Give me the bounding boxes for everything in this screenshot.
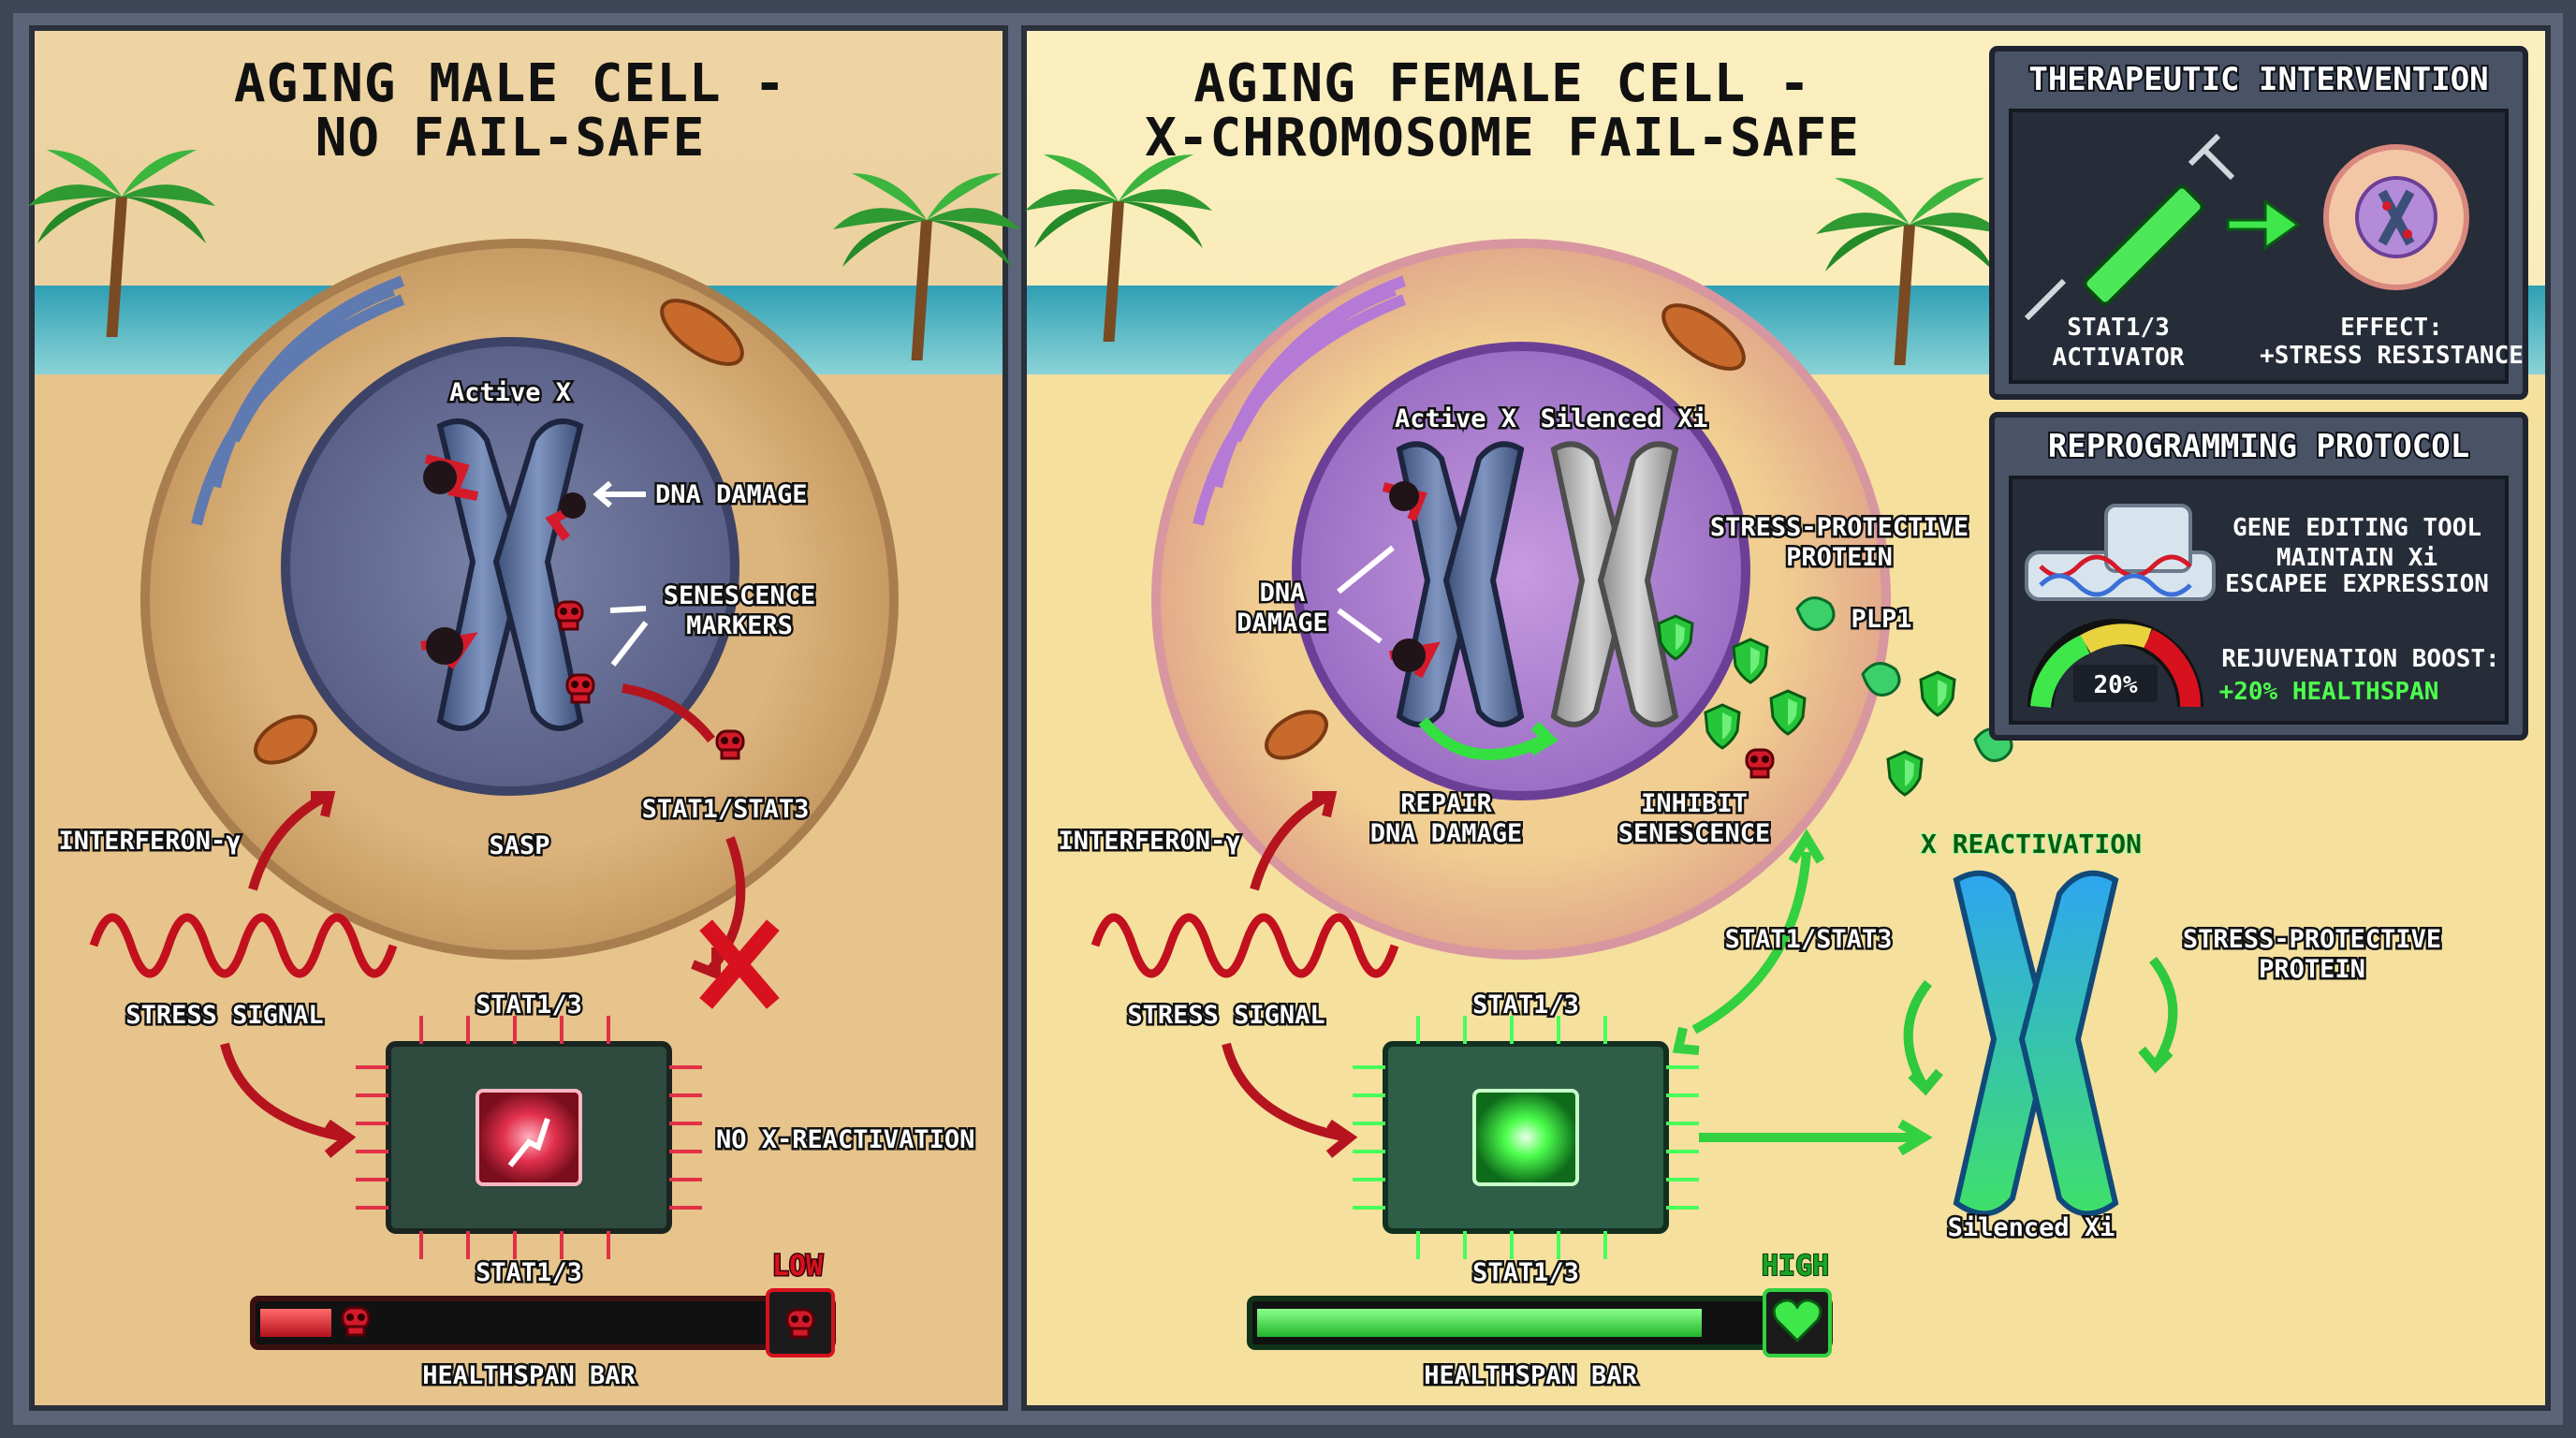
arrow-icon [1672,829,1825,1055]
reactivated-x-chromosome [1953,870,2119,1217]
therapy-panel: THERAPEUTIC INTERVENTION STAT1/3 ACTIVAT… [1989,46,2528,400]
arrow-icon [1903,956,2178,1096]
left-panel: AGING MALE CELL - NO FAIL-SAFE Active X … [28,25,1020,1411]
right-protein-line2: PROTEIN [1786,543,1893,572]
reprogram-boost-line2: +20% HEALTHSPAN [2219,678,2439,706]
right-health-fill [1257,1309,1702,1337]
right-inhibit-line1: INHIBIT [1641,789,1748,818]
right-dna-line2: DAMAGE [1237,609,1328,638]
left-senescence-line1: SENESCENCE [664,581,816,610]
left-senescence-line2: MARKERS [686,611,793,640]
right-silenced-xi-bottom: Silenced Xi [1948,1213,2115,1242]
left-er [191,275,405,526]
left-health-level: LOW [772,1250,824,1283]
arrow-icon [1250,791,1338,891]
skull-icon [554,600,584,631]
right-mitochondrion [1661,303,1746,371]
left-stress-signal-label: STRESS SIGNAL [125,1001,323,1030]
skull-icon [715,729,745,760]
left-no-reactivation-label: NO X-REACTIVATION [716,1125,974,1154]
right-chip-top-label: STAT1/3 [1472,990,1579,1020]
right-active-x-label: Active X [1395,404,1516,433]
left-chip-bottom-label: STAT1/3 [476,1258,582,1287]
stress-wave [1090,913,1399,978]
right-chip-bottom-label: STAT1/3 [1472,1258,1579,1287]
right-plp1-label: PLP1 [1851,605,1911,634]
right-protein2-line1: STRESS-PROTECTIVE [2183,925,2441,954]
left-interferon-label: INTERFERON-γ [58,827,241,856]
skull-icon [565,673,595,704]
right-repair-line1: REPAIR [1400,789,1492,818]
right-stat-pathway-label: STAT1/STAT3 [1725,925,1893,954]
right-silenced-xi-chromosome [1550,441,1679,727]
right-dna-line1: DNA [1260,579,1306,608]
reprogram-tool-line2: MAINTAIN Xi [2276,544,2437,572]
left-active-x-label: Active X [449,378,571,407]
right-protein2-line2: PROTEIN [2259,955,2365,984]
left-health-track [250,1296,836,1350]
right-silenced-xi-label: Silenced Xi [1541,404,1708,433]
therapy-effect-line2: +STRESS RESISTANCE [2260,342,2524,370]
therapy-effect-line1: EFFECT: [2340,314,2443,342]
right-er [1193,275,1407,526]
dna-icon [2025,504,2216,601]
therapy-activator-line2: ACTIVATOR [2053,344,2185,372]
left-sasp-label: SASP [489,831,549,860]
reprogram-boost-line1: REJUVENATION BOOST: [2221,645,2499,673]
arrow-icon [220,1042,357,1158]
chip-icon [356,1016,702,1259]
right-interferon-label: INTERFERON-γ [1058,827,1240,856]
left-title-line2: NO FAIL-SAFE [315,108,706,169]
arrow-icon [593,480,646,508]
x-reactivation-label: X REACTIVATION [1921,829,2142,859]
cross-icon [699,919,780,1009]
stress-wave [89,913,398,978]
chip-icon [1353,1016,1699,1259]
right-active-x-chromosome [1382,441,1525,727]
left-chip-top-label: STAT1/3 [476,990,582,1020]
right-protein-line1: STRESS-PROTECTIVE [1710,513,1969,542]
syringe-icon [2024,133,2235,321]
right-inhibit-line2: SENESCENCE [1618,819,1771,848]
right-health-label: HEALTHSPAN BAR [1424,1361,1637,1390]
skull-icon [1745,748,1775,779]
left-dna-damage-label: DNA DAMAGE [655,480,808,509]
left-title-line1: AGING MALE CELL - [234,53,786,114]
reprogram-tool-line1: GENE EDITING TOOL [2232,514,2481,542]
arrow-icon [2226,198,2301,251]
right-repair-line2: DNA DAMAGE [1370,819,1523,848]
left-mitochondrion [660,299,744,366]
right-title-line1: AGING FEMALE CELL - [1193,53,1811,114]
left-stat-pathway-label: STAT1/STAT3 [642,795,810,824]
arrow-icon [622,683,715,743]
gauge-icon [2027,619,2203,709]
therapy-title: THERAPEUTIC INTERVENTION [2028,61,2488,98]
left-health-fill [260,1309,331,1337]
repair-green-arrow [1418,717,1559,760]
skull-icon [341,1306,371,1337]
skull-icon [785,1308,815,1339]
arrow-icon [1337,545,1395,644]
arrow-icon [609,606,649,667]
right-mitochondrion [1265,710,1328,760]
reprogram-tool-line3: ESCAPEE EXPRESSION [2225,570,2489,598]
left-mitochondrion [254,714,317,765]
arrow-icon [1699,1119,1933,1156]
right-stress-signal-label: STRESS SIGNAL [1127,1001,1325,1030]
heart-icon [1772,1299,1822,1343]
right-title-line2: X-CHROMOSOME FAIL-SAFE [1145,108,1860,169]
right-health-level: HIGH [1762,1250,1829,1283]
therapy-activator-line1: STAT1/3 [2067,314,2170,342]
arrow-icon [248,791,336,891]
treated-cell-icon [2323,144,2469,290]
left-health-label: HEALTHSPAN BAR [422,1361,636,1390]
arrow-icon [1222,1042,1358,1158]
reprogram-panel: REPROGRAMMING PROTOCOL GENE EDITING TOOL… [1989,412,2528,741]
left-active-x-chromosome [420,418,586,731]
reprogram-gauge-value: 20% [2094,671,2138,699]
reprogram-title: REPROGRAMMING PROTOCOL [2048,428,2469,465]
